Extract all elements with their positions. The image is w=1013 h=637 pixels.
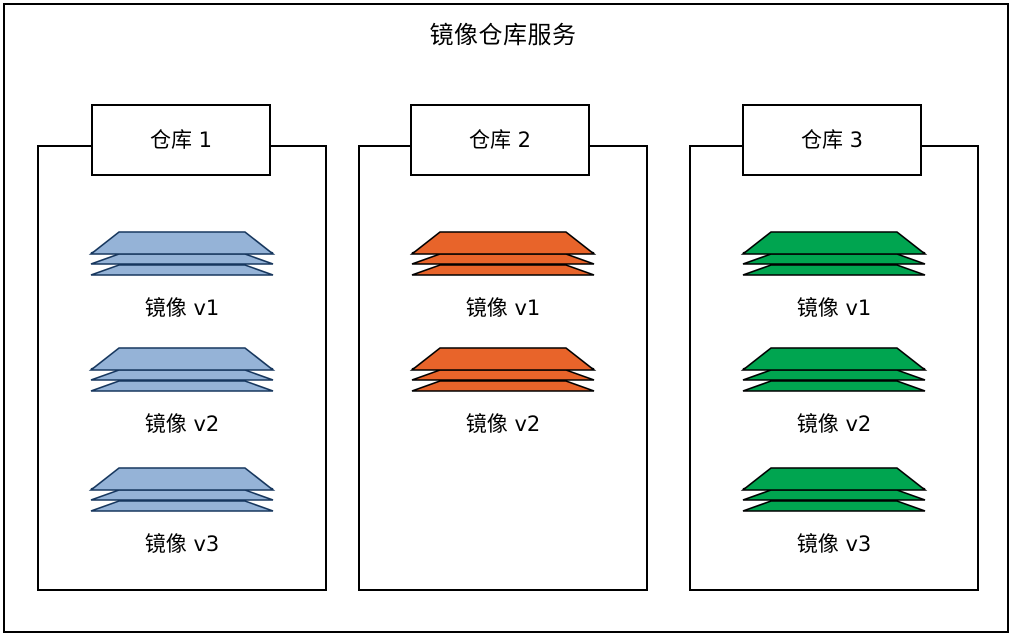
image-stack-item[interactable]: 镜像 v1 — [37, 231, 327, 322]
image-stack-label: 镜像 v3 — [144, 532, 220, 556]
image-stack-label: 镜像 v1 — [796, 296, 872, 320]
image-layer-stack-icon — [740, 347, 928, 402]
image-stack-label: 镜像 v2 — [144, 412, 220, 436]
repository-header-3[interactable]: 仓库 3 — [742, 104, 922, 176]
image-stack-item[interactable]: 镜像 v2 — [37, 347, 327, 438]
image-stack-item[interactable]: 镜像 v3 — [689, 467, 979, 558]
image-layer-stack-icon — [740, 231, 928, 286]
image-stack-item[interactable]: 镜像 v2 — [689, 347, 979, 438]
image-stack-item[interactable]: 镜像 v1 — [689, 231, 979, 322]
repository-header-2[interactable]: 仓库 2 — [410, 104, 590, 176]
image-layer-stack-icon — [88, 467, 276, 522]
page-title: 镜像仓库服务 — [429, 21, 577, 49]
repository-header-label: 仓库 1 — [149, 128, 213, 152]
repository-header-label: 仓库 2 — [468, 128, 532, 152]
image-stack-item[interactable]: 镜像 v3 — [37, 467, 327, 558]
repository-header-label: 仓库 3 — [800, 128, 864, 152]
image-stack-item[interactable]: 镜像 v1 — [358, 231, 648, 322]
image-stack-label: 镜像 v3 — [796, 532, 872, 556]
image-stack-label: 镜像 v2 — [465, 412, 541, 436]
image-stack-label: 镜像 v2 — [796, 412, 872, 436]
image-stack-label: 镜像 v1 — [465, 296, 541, 320]
repository-header-1[interactable]: 仓库 1 — [91, 104, 271, 176]
image-layer-stack-icon — [88, 231, 276, 286]
image-layer-stack-icon — [740, 467, 928, 522]
image-stack-item[interactable]: 镜像 v2 — [358, 347, 648, 438]
image-layer-stack-icon — [88, 347, 276, 402]
image-layer-stack-icon — [409, 231, 597, 286]
image-layer-stack-icon — [409, 347, 597, 402]
image-stack-label: 镜像 v1 — [144, 296, 220, 320]
